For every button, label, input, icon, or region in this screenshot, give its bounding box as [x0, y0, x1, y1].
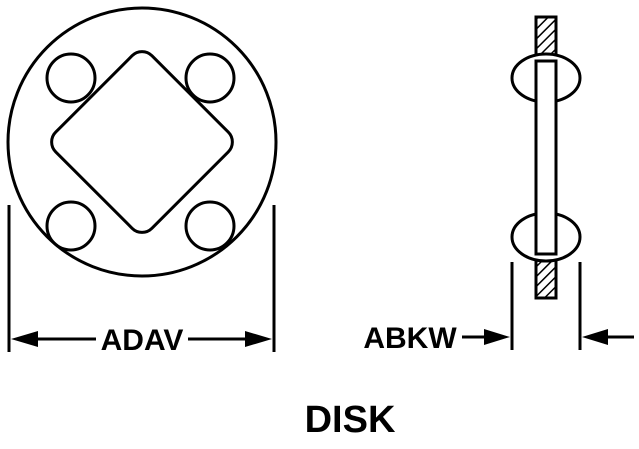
hatched-section-top: [534, 15, 558, 59]
drawing-title: DISK: [305, 399, 396, 441]
arrowhead-left: [11, 331, 38, 347]
diameter-dimension: ADAV: [7, 205, 276, 357]
hatched-section-bottom: [534, 256, 558, 300]
bolt-hole-bottom-left: [45, 200, 97, 252]
disk-outline: [6, 6, 278, 278]
diameter-label: ADAV: [101, 324, 184, 357]
bolt-hole-top-left: [45, 52, 97, 104]
arrowhead-right: [245, 331, 272, 347]
thickness-arrowhead-right: [582, 329, 608, 345]
disk-side-view: [510, 15, 582, 300]
thickness-label: ABKW: [363, 322, 457, 355]
disk-front-view: [6, 6, 278, 278]
bolt-hole-bottom-right: [184, 200, 236, 252]
disk-thickness-body: [534, 59, 558, 256]
thickness-arrowhead-left: [484, 329, 510, 345]
thickness-dimension: ABKW: [363, 262, 634, 355]
bolt-hole-top-right: [184, 52, 236, 104]
center-diamond-cutout: [50, 50, 234, 234]
